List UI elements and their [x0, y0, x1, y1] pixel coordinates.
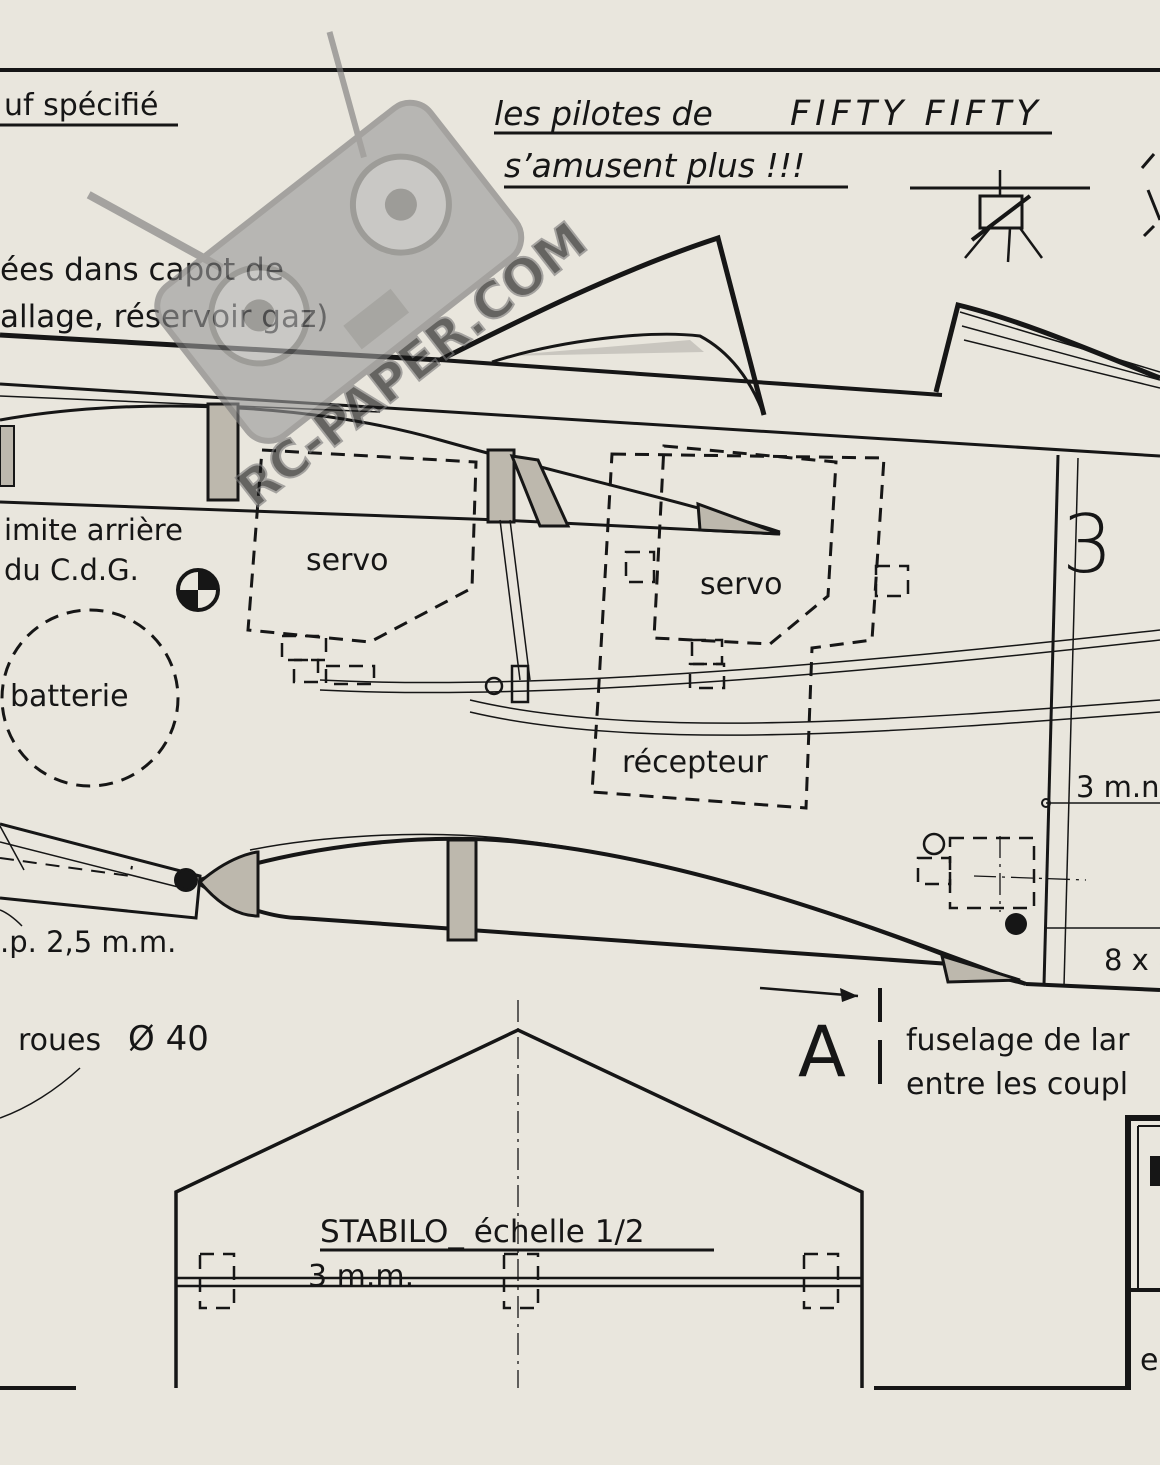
- thickness-3mm-note: 3 m.n: [1041, 770, 1160, 808]
- dim-8x8-label: 8 x 8: [1104, 943, 1160, 977]
- battery-outline: batterie: [0, 608, 180, 788]
- stabilo-thickness-label: 3 m.m.: [308, 1259, 414, 1294]
- aileron-piece: [0, 822, 202, 927]
- thickness-3mm-label: 3 m.n: [1076, 770, 1160, 804]
- servo-1: servo: [246, 448, 478, 686]
- stabilo-title: STABILO_ échelle 1/2: [320, 1214, 645, 1250]
- corner-box: e: [1125, 1115, 1160, 1390]
- pictogram-icon: [910, 153, 1160, 263]
- fuselage-width-line1: fuselage de lar: [906, 1023, 1130, 1058]
- tailplane-profile: [174, 833, 1160, 992]
- receiver-box: récepteur: [590, 452, 886, 810]
- fuselage-width-line2: entre les coupl: [906, 1067, 1128, 1102]
- fuselage-side-view: [0, 234, 1160, 987]
- ep-25mm-label: .p. 2,5 m.m.: [0, 925, 176, 959]
- section-letter: A: [798, 1011, 846, 1093]
- section-marker-a: A: [759, 986, 882, 1093]
- slogan-line2-text: s’amusent plus !!!: [504, 146, 805, 185]
- battery-label: batterie: [10, 679, 129, 714]
- tailwheel-bracket: [916, 832, 1087, 935]
- corner-letter: e: [1140, 1343, 1158, 1378]
- cg-symbol-icon: [176, 568, 220, 612]
- former-number-label: 3: [1062, 498, 1113, 591]
- receiver-label: récepteur: [622, 745, 768, 780]
- slogan-brand-text: FIFTY FIFTY: [790, 94, 1043, 134]
- cg-limit-line2: du C.d.G.: [4, 553, 139, 587]
- top-left-text: uf spécifié: [4, 88, 158, 123]
- wheels-label: roues: [18, 1023, 101, 1058]
- servo-2: servo: [624, 444, 910, 690]
- wheels-note: roues Ø 40: [0, 1019, 209, 1119]
- servo-2-label: servo: [700, 567, 783, 602]
- servo-1-label: servo: [306, 543, 389, 578]
- slogan: les pilotes de FIFTY FIFTY s’amusent plu…: [494, 94, 1052, 189]
- slogan-line1-text: les pilotes de: [494, 94, 713, 133]
- cg-limit-line1: imite arrière: [4, 513, 183, 547]
- wheel-diameter-label: Ø 40: [128, 1019, 209, 1059]
- header-left-note: uf spécifié: [0, 88, 178, 127]
- stabilo-plan-view: STABILO_ échelle 1/2 3 m.m.: [174, 1000, 864, 1388]
